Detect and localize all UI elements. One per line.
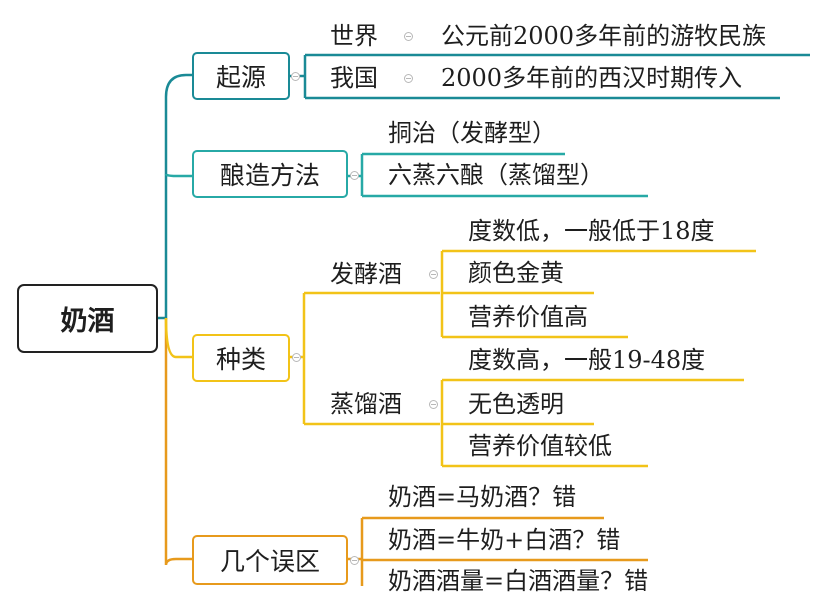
myths-node[interactable]: 几个误区 (192, 535, 348, 585)
brewing-item-2: 六蒸六酿（蒸馏型） (388, 161, 604, 189)
collapse-china-icon[interactable] (404, 74, 413, 83)
fermented-item-3: 营养价值高 (468, 303, 588, 331)
origin-label: 起源 (215, 63, 266, 92)
distilled-item-1: 度数高，一般19-48度 (468, 346, 706, 374)
root-label: 奶酒 (60, 306, 115, 337)
myth-item-3: 奶酒酒量=白酒酒量？错 (388, 567, 649, 595)
collapse-types-icon[interactable] (292, 353, 301, 362)
origin-china-value: 2000多年前的西汉时期传入 (441, 64, 743, 92)
types-label: 种类 (215, 345, 266, 374)
myth-item-1: 奶酒=马奶酒？错 (388, 483, 577, 511)
origin-node[interactable]: 起源 (192, 52, 290, 100)
fermented-item-2: 颜色金黄 (468, 259, 564, 287)
brewing-node[interactable]: 酿造方法 (192, 150, 348, 198)
distilled-item-3: 营养价值较低 (468, 432, 612, 460)
collapse-myths-icon[interactable] (350, 556, 359, 565)
distilled-item-2: 无色透明 (468, 390, 564, 418)
distilled-label: 蒸馏酒 (330, 390, 402, 418)
myths-label: 几个误区 (219, 547, 320, 576)
brewing-item-1: 挏治（发酵型） (388, 119, 556, 147)
fermented-item-1: 度数低，一般低于18度 (468, 217, 715, 245)
brewing-label: 酿造方法 (219, 161, 320, 190)
types-node[interactable]: 种类 (192, 334, 290, 382)
fermented-label: 发酵酒 (330, 260, 402, 288)
collapse-fermented-icon[interactable] (429, 270, 438, 279)
collapse-brewing-icon[interactable] (350, 171, 359, 180)
collapse-world-icon[interactable] (404, 32, 413, 41)
root-node[interactable]: 奶酒 (17, 284, 158, 353)
origin-world-key: 世界 (330, 22, 378, 50)
origin-china-key: 我国 (330, 64, 378, 92)
origin-world-value: 公元前2000多年前的游牧民族 (441, 22, 767, 50)
collapse-distilled-icon[interactable] (429, 400, 438, 409)
myth-item-2: 奶酒=牛奶+白酒？错 (388, 526, 621, 554)
collapse-origin-icon[interactable] (291, 72, 300, 81)
